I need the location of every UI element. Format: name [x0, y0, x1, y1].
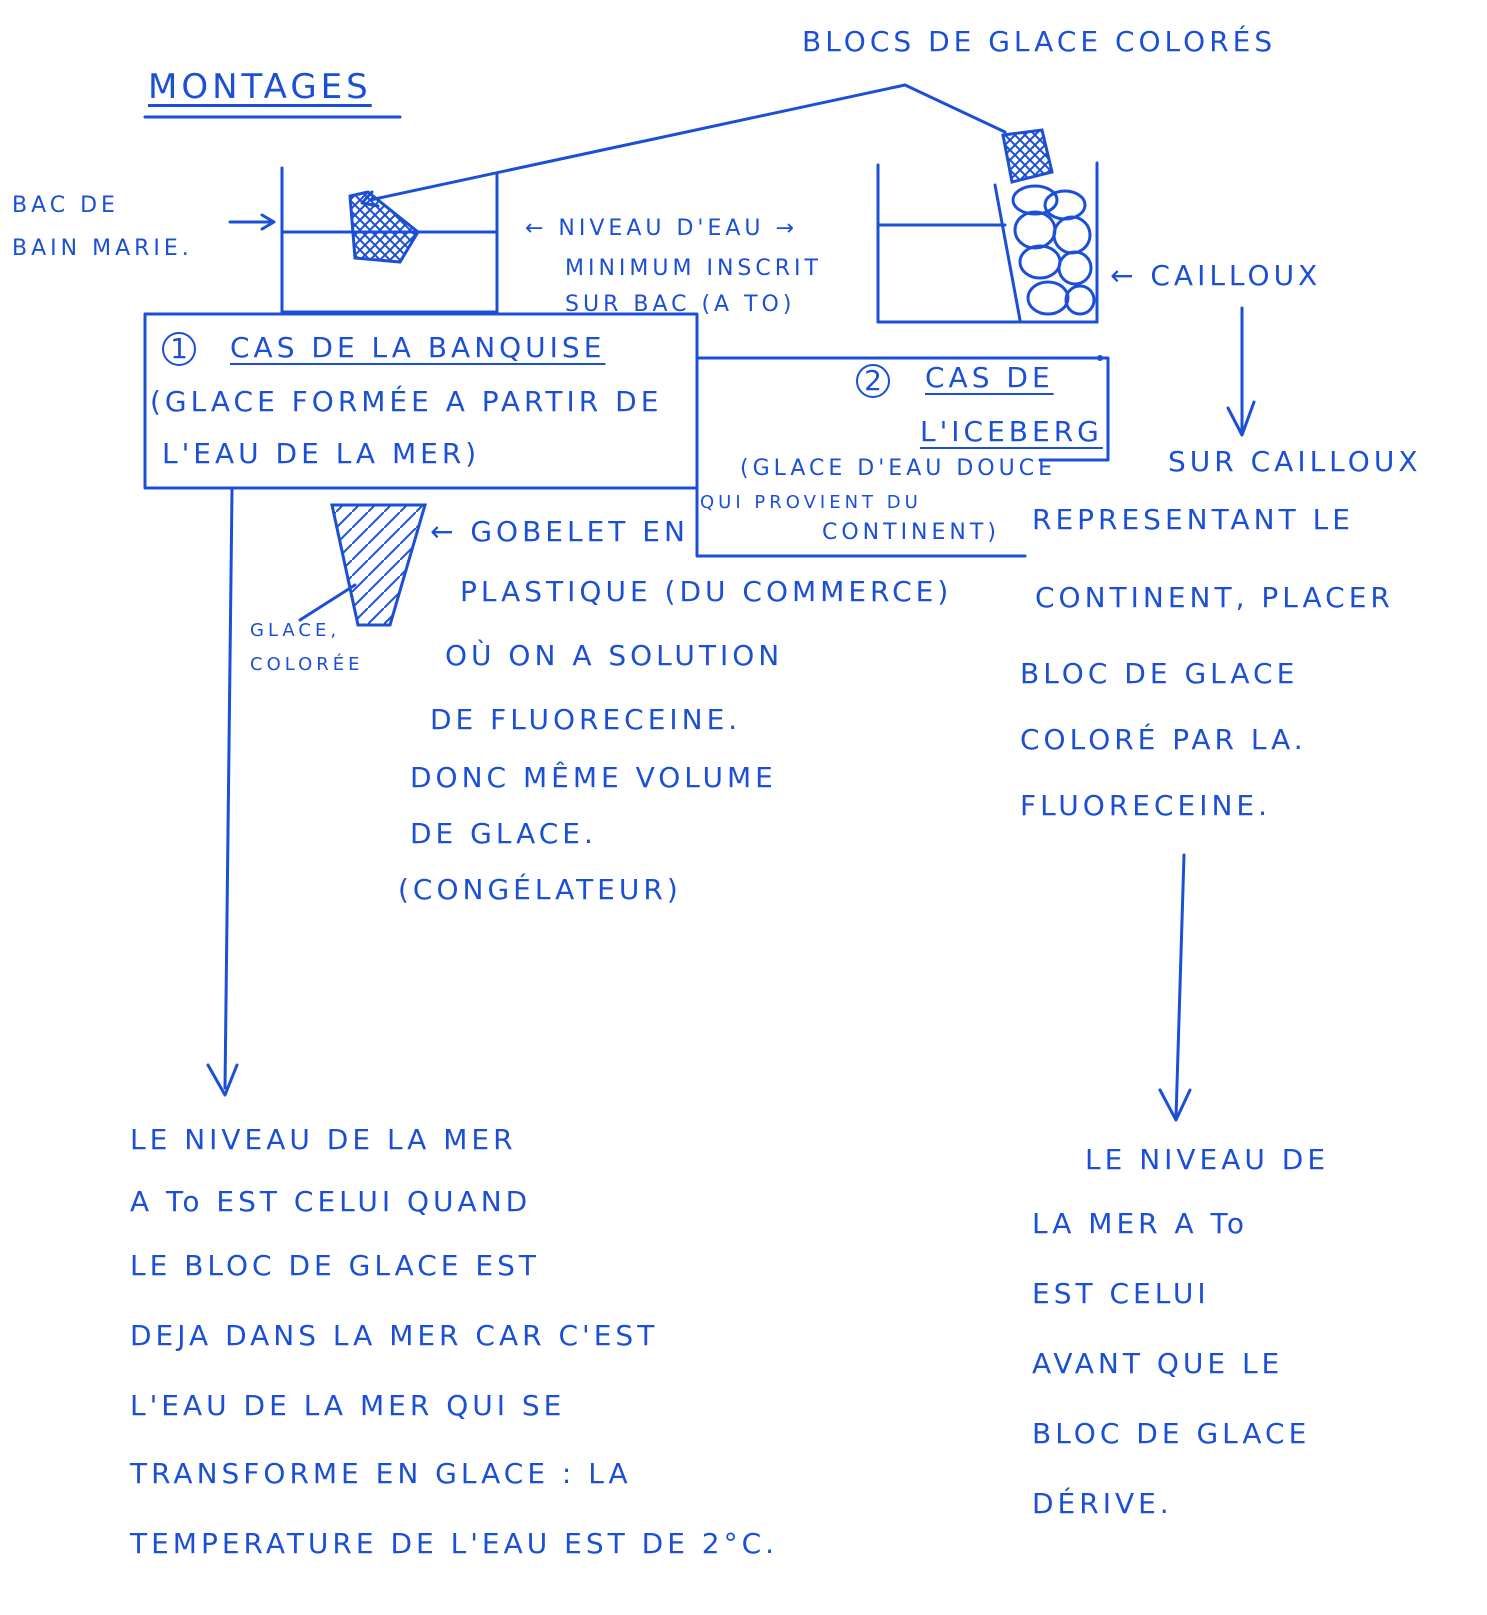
case2-line-2: QUI PROVIENT DU — [700, 492, 922, 513]
water-level-label-2: MINIMUM INSCRIT — [565, 256, 822, 281]
conclusion-right-line-4: AVANT QUE LE — [1032, 1347, 1284, 1380]
conclusion-right-line-1: LE NIVEAU DE — [1085, 1143, 1330, 1176]
right-note-line-4: BLOC DE GLACE — [1020, 657, 1299, 690]
arrow-case1-down — [223, 488, 234, 1090]
right-note-line-5: COLORÉ PAR LA. — [1020, 723, 1307, 756]
case2-box-bottom — [695, 486, 1027, 558]
cup-note-line-6: DE GLACE. — [410, 817, 597, 850]
plastic-cup — [298, 503, 427, 627]
water-level-label-3: SUR BAC (A TO) — [565, 292, 796, 317]
right-note-line-2: REPRESENTANT LE — [1032, 503, 1354, 536]
pebbles-label: ← CAILLOUX — [1110, 259, 1322, 292]
conclusion-left-line-7: TEMPERATURE DE L'EAU EST DE 2°C. — [130, 1527, 779, 1560]
glace-coloree-2: COLORÉE — [250, 654, 364, 675]
left-ice-block — [348, 190, 420, 264]
conclusion-left-line-5: L'EAU DE LA MER QUI SE — [130, 1389, 566, 1422]
cup-note-line-3: OÙ ON A SOLUTION — [445, 639, 784, 672]
right-note-line-3: CONTINENT, PLACER — [1035, 581, 1394, 614]
case2-number: 2 — [856, 364, 890, 398]
cup-note-line-7: (CONGÉLATEUR) — [398, 873, 682, 906]
case1-box — [143, 312, 699, 490]
case1-title: CAS DE LA BANQUISE — [230, 331, 606, 364]
right-container — [876, 161, 1099, 324]
page-title: MONTAGES — [148, 67, 372, 107]
conclusion-left-line-6: TRANSFORME EN GLACE : LA — [130, 1457, 632, 1490]
conclusion-right-line-6: DÉRIVE. — [1032, 1487, 1173, 1520]
case2-title-1: CAS DE — [925, 361, 1054, 394]
conclusion-right-line-2: LA MER A To — [1032, 1207, 1249, 1240]
case2-title-2: L'ICEBERG — [920, 415, 1103, 448]
conclusion-right-line-5: BLOC DE GLACE — [1032, 1417, 1311, 1450]
arrow-case2-down — [1174, 853, 1186, 1120]
right-note-line-6: FLUORECEINE. — [1020, 789, 1272, 822]
bain-marie-label-1: BAC DE — [12, 193, 119, 218]
case2-line-3: CONTINENT) — [822, 520, 1000, 545]
case1-number: 1 — [162, 332, 196, 366]
conclusion-left-line-2: A To EST CELUI QUAND — [130, 1185, 532, 1218]
right-note-line-1: SUR CAILLOUX — [1168, 445, 1422, 478]
case2-box-top — [695, 356, 1110, 462]
arrow-to-right-block — [903, 83, 1007, 134]
case1-line-2: L'EAU DE LA MER) — [162, 437, 481, 470]
bain-marie-label-2: BAIN MARIE. — [12, 236, 193, 261]
case2-line-1: (GLACE D'EAU DOUCE — [740, 456, 1056, 481]
conclusion-left-line-4: DEJA DANS LA MER CAR C'EST — [130, 1319, 659, 1352]
arrow-to-left-block — [368, 83, 907, 202]
left-container — [228, 166, 499, 314]
cup-note-line-1: ← GOBELET EN — [430, 515, 689, 548]
cup-note-line-2: PLASTIQUE (DU COMMERCE) — [460, 575, 953, 608]
conclusion-left-line-1: LE NIVEAU DE LA MER — [130, 1123, 517, 1156]
case1-line-1: (GLACE FORMÉE A PARTIR DE — [150, 385, 663, 418]
colored-blocks-label: BLOCS DE GLACE COLORÉS — [802, 25, 1277, 58]
conclusion-right-line-3: EST CELUI — [1032, 1277, 1210, 1310]
cup-note-line-5: DONC MÊME VOLUME — [410, 761, 777, 794]
conclusion-left-line-3: LE BLOC DE GLACE EST — [130, 1249, 540, 1282]
right-ice-block — [1001, 128, 1054, 184]
glace-coloree-1: GLACE, — [250, 620, 341, 641]
cup-note-line-4: DE FLUORECEINE. — [430, 703, 742, 736]
water-level-label-1: ← NIVEAU D'EAU → — [525, 216, 798, 241]
pebbles-pile — [993, 183, 1096, 322]
